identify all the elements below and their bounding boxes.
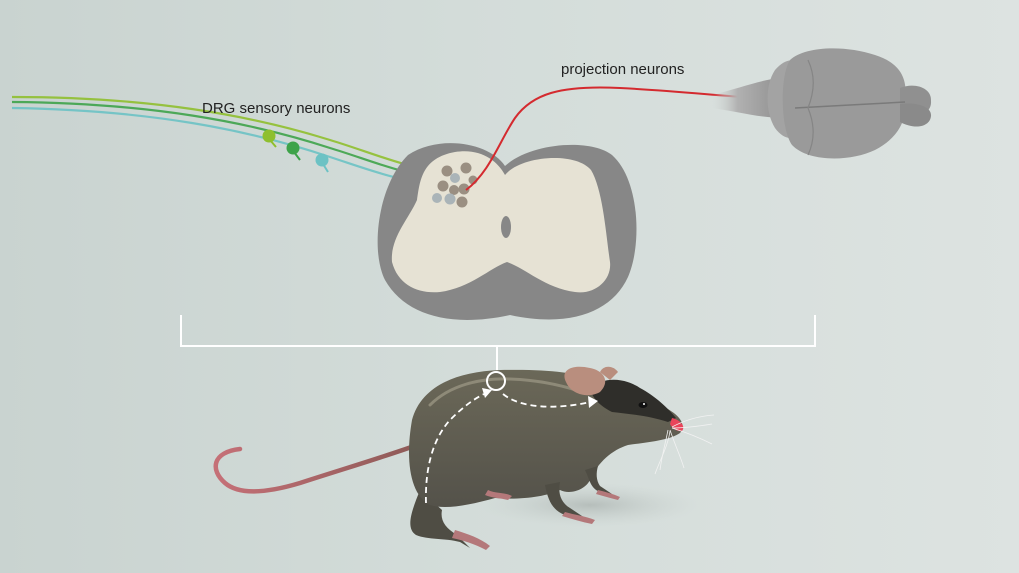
mouse-eye: [638, 402, 648, 408]
drg-cell-body-cyan: [315, 153, 329, 173]
mouse-head-dark: [590, 379, 676, 422]
central-canal: [501, 216, 511, 238]
spinal-cord-location-marker: [486, 371, 506, 391]
mouse-front-leg: [545, 482, 585, 518]
brain-midline: [794, 101, 906, 109]
mouse-icon: [213, 366, 715, 550]
drg-fiber-cyan: [11, 106, 446, 186]
mouse-front-foot: [562, 512, 595, 524]
mouse-hind-leg: [410, 490, 470, 548]
mouse-whiskers: [654, 414, 715, 475]
drg-label: DRG sensory neurons: [202, 100, 351, 117]
mouse-hind-foot: [452, 530, 490, 550]
mouse-rear-paw: [485, 490, 512, 500]
drg-cell-body-green-light: [262, 129, 277, 148]
pain-pathway-arrow-up: [425, 393, 485, 504]
mouse-spine-highlight: [428, 377, 587, 407]
bracket: [180, 315, 816, 371]
arrowhead-brain: [588, 396, 598, 408]
mouse-ear: [564, 366, 606, 396]
brain-stem: [712, 78, 785, 118]
olfactory-bulb-lower: [900, 103, 932, 127]
drg-fiber-green-light: [11, 95, 446, 174]
brain-icon: [712, 48, 932, 159]
mouse-paw-2: [596, 490, 620, 500]
mouse-tail: [213, 442, 420, 494]
drg-cell-body-green: [286, 141, 301, 161]
dorsal-horn-neurons: [432, 162, 478, 208]
spinal-cord-section: [377, 143, 637, 320]
brain-fissure: [807, 59, 814, 156]
projection-neuron: [465, 86, 776, 191]
mouse-front-leg-2: [585, 466, 612, 494]
projection-label: projection neurons: [561, 61, 685, 78]
arrowhead-up: [482, 388, 492, 398]
mouse-ear-small: [600, 366, 618, 380]
